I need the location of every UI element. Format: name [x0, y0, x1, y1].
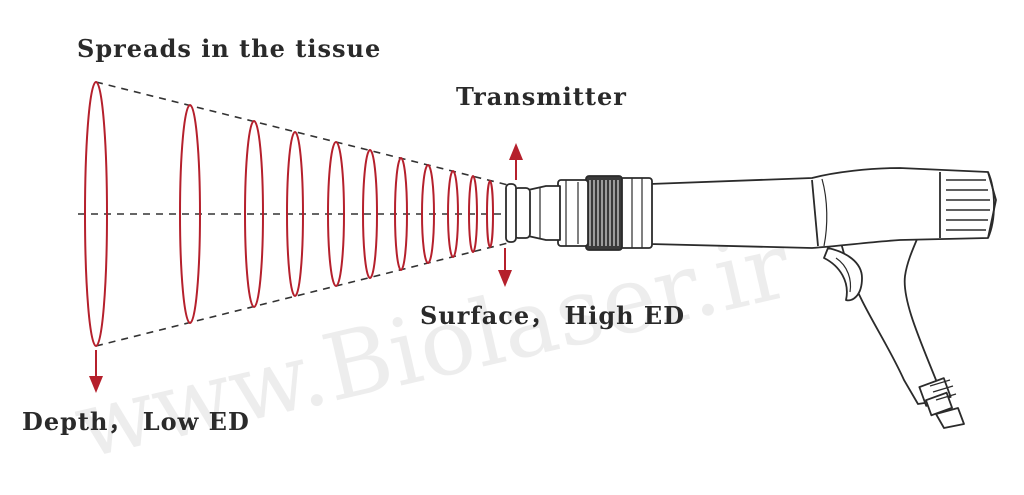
- wave-ring: [286, 131, 304, 297]
- wave-ring: [394, 157, 408, 271]
- arrow-up-icon: [509, 143, 523, 180]
- wave-ring: [447, 170, 459, 258]
- wave-ellipses: [84, 81, 494, 347]
- shockwave-applicator-icon: [505, 167, 997, 429]
- cone-bottom-line: [95, 241, 513, 347]
- arrow-down-icon: [498, 248, 512, 287]
- transmitter-label: Transmitter: [456, 82, 627, 111]
- wave-ring: [327, 141, 345, 287]
- wave-cone: [78, 81, 513, 347]
- wave-ring: [244, 120, 264, 308]
- wave-ring: [468, 175, 478, 253]
- arrow-down-icon: [89, 350, 103, 393]
- wave-ring: [421, 164, 435, 264]
- wave-ring: [362, 149, 378, 279]
- wave-ring: [84, 81, 108, 347]
- depth-low-ed-label: Depth， Low ED: [22, 407, 250, 436]
- surface-high-ed-label: Surface， High ED: [420, 301, 686, 330]
- wave-ring: [486, 180, 494, 248]
- cone-top-line: [95, 81, 513, 187]
- spreads-in-tissue-label: Spreads in the tissue: [77, 34, 382, 63]
- wave-ring: [179, 104, 201, 324]
